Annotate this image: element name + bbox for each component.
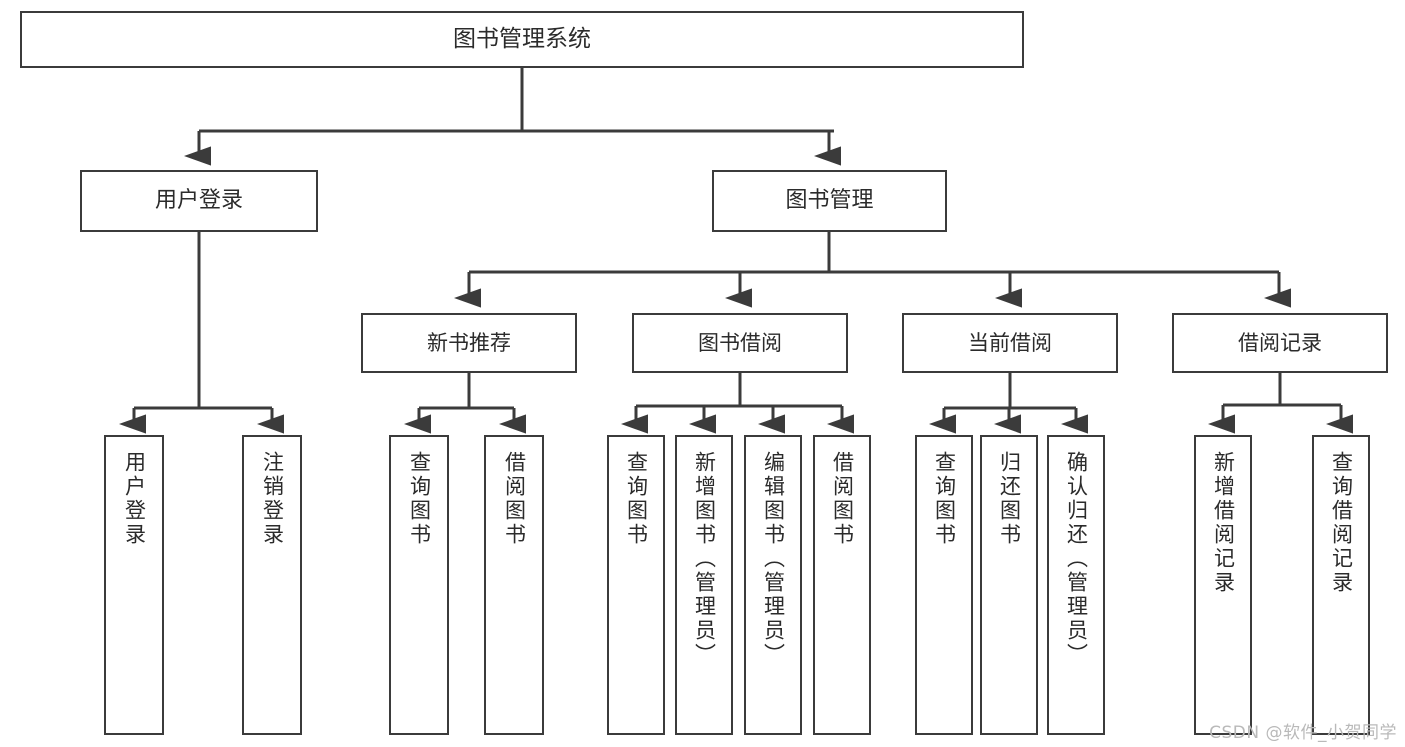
leaf-records-add-record[interactable]: 新增借阅记录 — [1194, 435, 1252, 735]
node-label: 借阅图书 — [830, 451, 855, 547]
node-root-system[interactable]: 图书管理系统 — [20, 11, 1024, 68]
leaf-borrow-borrow-book[interactable]: 借阅图书 — [813, 435, 871, 735]
node-label: 查询借阅记录 — [1329, 451, 1354, 595]
node-label: 图书借阅 — [698, 330, 782, 355]
node-label: 图书管理系统 — [453, 25, 591, 52]
node-book-borrow[interactable]: 图书借阅 — [632, 313, 848, 373]
leaf-user-login-signin[interactable]: 用户登录 — [104, 435, 164, 735]
leaf-user-login-signout[interactable]: 注销登录 — [242, 435, 302, 735]
node-label: 编辑图书（管理员） — [761, 451, 786, 667]
leaf-borrow-query-book[interactable]: 查询图书 — [607, 435, 665, 735]
leaf-new-book-query[interactable]: 查询图书 — [389, 435, 449, 735]
watermark-credit: CSDN @软件_小贺同学 — [1209, 723, 1397, 743]
node-label: 查询图书 — [407, 451, 432, 547]
node-label: 新增借阅记录 — [1211, 451, 1236, 595]
node-borrow-records[interactable]: 借阅记录 — [1172, 313, 1388, 373]
node-label: 新书推荐 — [427, 330, 511, 355]
leaf-current-query-book[interactable]: 查询图书 — [915, 435, 973, 735]
leaf-current-confirm-return[interactable]: 确认归还（管理员） — [1047, 435, 1105, 735]
node-user-login[interactable]: 用户登录 — [80, 170, 318, 232]
leaf-borrow-add-book[interactable]: 新增图书（管理员） — [675, 435, 733, 735]
leaf-new-book-borrow[interactable]: 借阅图书 — [484, 435, 544, 735]
leaf-current-return-book[interactable]: 归还图书 — [980, 435, 1038, 735]
leaf-records-query-record[interactable]: 查询借阅记录 — [1312, 435, 1370, 735]
node-label: 查询图书 — [932, 451, 957, 547]
node-label: 借阅图书 — [502, 451, 527, 547]
node-current-borrow[interactable]: 当前借阅 — [902, 313, 1118, 373]
node-label: 用户登录 — [122, 451, 147, 547]
node-label: 用户登录 — [154, 188, 243, 214]
node-label: 当前借阅 — [968, 330, 1052, 355]
node-label: 注销登录 — [260, 451, 285, 547]
node-label: 确认归还（管理员） — [1064, 451, 1089, 667]
node-label: 查询图书 — [624, 451, 649, 547]
node-label: 图书管理 — [785, 188, 874, 214]
node-label: 借阅记录 — [1238, 330, 1322, 355]
node-new-book-recommend[interactable]: 新书推荐 — [361, 313, 577, 373]
leaf-borrow-edit-book[interactable]: 编辑图书（管理员） — [744, 435, 802, 735]
node-label: 归还图书 — [997, 451, 1022, 547]
node-book-management[interactable]: 图书管理 — [712, 170, 947, 232]
node-label: 新增图书（管理员） — [692, 451, 717, 667]
